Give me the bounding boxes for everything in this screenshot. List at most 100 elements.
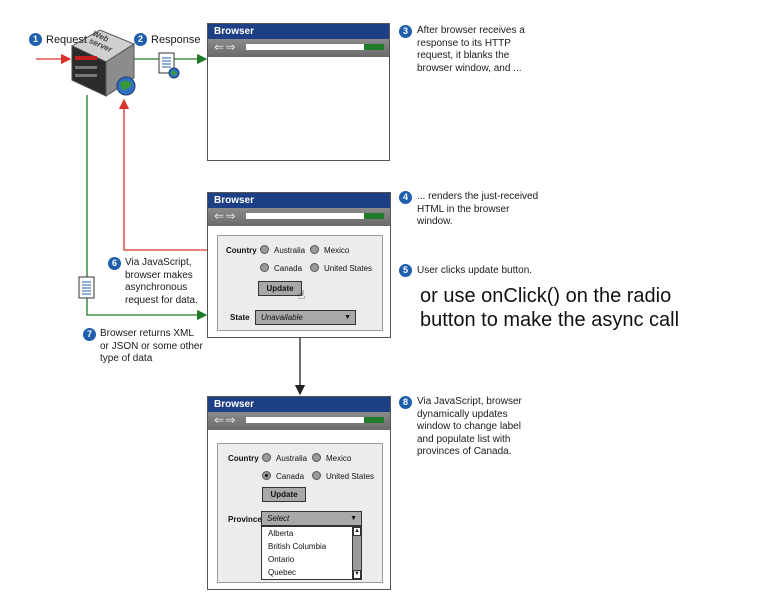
- step-8-line: window to change label: [417, 421, 521, 432]
- radio-united-states[interactable]: [312, 471, 321, 480]
- back-forward-icon[interactable]: ⇐ ⇒: [214, 209, 235, 223]
- address-bar[interactable]: [246, 213, 364, 219]
- form-panel: Country Australia Mexico Canada United S…: [217, 443, 383, 583]
- browser-window-form: Browser ⇐ ⇒ Country Australia Mexico Can…: [207, 192, 391, 338]
- step-6-line: Via JavaScript,: [125, 257, 192, 268]
- browser-toolbar: ⇐ ⇒: [208, 412, 390, 430]
- step-7-line: or JSON or some other: [100, 340, 203, 352]
- step-8-line: dynamically updates: [417, 408, 508, 420]
- step-4-badge: 4: [399, 191, 412, 204]
- step-3-line: After browser receives a: [417, 25, 525, 36]
- browser-title: Browser: [208, 193, 390, 208]
- option-united-states: United States: [324, 264, 373, 273]
- step-8-line: Via JavaScript, browser: [417, 396, 522, 407]
- province-list[interactable]: Alberta British Columbia Ontario Quebec …: [261, 526, 362, 580]
- step-7-line: type of data: [100, 353, 153, 364]
- browser-title: Browser: [208, 24, 389, 39]
- step-4-line: window.: [417, 216, 453, 227]
- option-canada: Canada: [274, 264, 303, 273]
- back-forward-icon[interactable]: ⇐ ⇒: [214, 413, 235, 427]
- step-5-text: User clicks update button.: [417, 265, 533, 276]
- step-2-label: Response: [151, 34, 201, 46]
- step-6-line: request for data.: [125, 294, 198, 306]
- form-panel: Country Australia Mexico Canada United S…: [217, 235, 383, 331]
- step-3-text: After browser receives a response to its…: [417, 25, 525, 75]
- step-6-badge: 6: [108, 257, 121, 270]
- go-button[interactable]: [364, 213, 384, 219]
- step-6-text: Via JavaScript, browser makes asynchrono…: [125, 257, 198, 307]
- radio-mexico[interactable]: [312, 453, 321, 462]
- radio-canada[interactable]: [262, 471, 271, 480]
- radio-united-states[interactable]: [310, 263, 319, 272]
- browser-toolbar: ⇐ ⇒: [208, 208, 390, 226]
- update-button[interactable]: Update: [258, 281, 302, 296]
- step-3-line: browser window, and ...: [417, 62, 522, 74]
- list-item[interactable]: Quebec: [268, 568, 297, 577]
- update-button[interactable]: Update: [262, 487, 306, 502]
- option-mexico: Mexico: [324, 246, 350, 255]
- browser-toolbar: ⇐ ⇒: [208, 39, 389, 57]
- address-bar[interactable]: [246, 417, 364, 423]
- option-australia: Australia: [276, 454, 308, 463]
- state-label: State: [230, 313, 250, 322]
- radio-canada[interactable]: [260, 263, 269, 272]
- radio-australia[interactable]: [262, 453, 271, 462]
- address-bar[interactable]: [246, 44, 364, 50]
- step-7-badge: 7: [83, 328, 96, 341]
- country-label: Country: [226, 246, 257, 255]
- browser-window-blank: Browser ⇐ ⇒: [207, 23, 390, 161]
- list-item[interactable]: British Columbia: [268, 542, 327, 551]
- annotation-line: or use onClick() on the radio: [420, 285, 672, 307]
- province-label: Province: [228, 515, 262, 524]
- go-button[interactable]: [364, 44, 384, 50]
- option-australia: Australia: [274, 246, 306, 255]
- step-3-line: request, it blanks the: [417, 50, 510, 61]
- web-server-illustration: Web server: [60, 28, 138, 100]
- chevron-down-icon: ▼: [350, 515, 357, 522]
- state-select[interactable]: Unavailable ▼: [255, 310, 356, 325]
- step-6-line: asynchronous: [125, 282, 188, 293]
- server-box-graphic: [70, 29, 136, 97]
- step-4-text: ... renders the just-received HTML in th…: [417, 191, 538, 229]
- step-8-line: provinces of Canada.: [417, 446, 512, 457]
- data-document-icon: [78, 276, 96, 300]
- step-8-text: Via JavaScript, browser dynamically upda…: [417, 396, 522, 459]
- browser-title: Browser: [208, 397, 390, 412]
- step-5-badge: 5: [399, 264, 412, 277]
- province-select-value: Select: [267, 514, 290, 523]
- step-1-badge: 1: [29, 33, 42, 46]
- go-button[interactable]: [364, 417, 384, 423]
- step-8-line: and populate list with: [417, 433, 511, 445]
- option-united-states: United States: [326, 472, 375, 481]
- option-canada: Canada: [276, 472, 305, 481]
- country-label: Country: [228, 454, 259, 463]
- scroll-up-icon[interactable]: ▲: [353, 527, 361, 536]
- scrollbar[interactable]: ▲ ▼: [352, 527, 361, 579]
- radio-mexico[interactable]: [310, 245, 319, 254]
- back-forward-icon[interactable]: ⇐ ⇒: [214, 40, 235, 54]
- chevron-down-icon: ▼: [344, 314, 351, 321]
- response-document-icon: [158, 52, 180, 80]
- data-return-arrow: [86, 95, 208, 321]
- radio-australia[interactable]: [260, 245, 269, 254]
- step-8-badge: 8: [399, 396, 412, 409]
- hand-cursor-icon: ☝: [298, 288, 306, 302]
- step-3-badge: 3: [399, 25, 412, 38]
- step-4-line: ... renders the just-received: [417, 191, 539, 202]
- onclick-annotation: or use onClick() on the radio button to …: [420, 284, 679, 332]
- async-request-arrow: [118, 98, 207, 251]
- option-mexico: Mexico: [326, 454, 352, 463]
- list-item[interactable]: Alberta: [268, 529, 294, 538]
- step-3-line: response to its HTTP: [417, 37, 511, 49]
- list-item[interactable]: Ontario: [268, 555, 295, 564]
- step-1-label: Request: [46, 34, 87, 46]
- annotation-line: button to make the async call: [420, 309, 680, 331]
- step-7-text: Browser returns XML or JSON or some othe…: [100, 328, 203, 366]
- step-6-line: browser makes: [125, 269, 193, 281]
- state-select-value: Unavailable: [261, 313, 303, 322]
- province-select[interactable]: Select ▼: [261, 511, 362, 526]
- browser-window-updated: Browser ⇐ ⇒ Country Australia Mexico Can…: [207, 396, 391, 590]
- step-2-badge: 2: [134, 33, 147, 46]
- scroll-down-icon[interactable]: ▼: [353, 570, 361, 579]
